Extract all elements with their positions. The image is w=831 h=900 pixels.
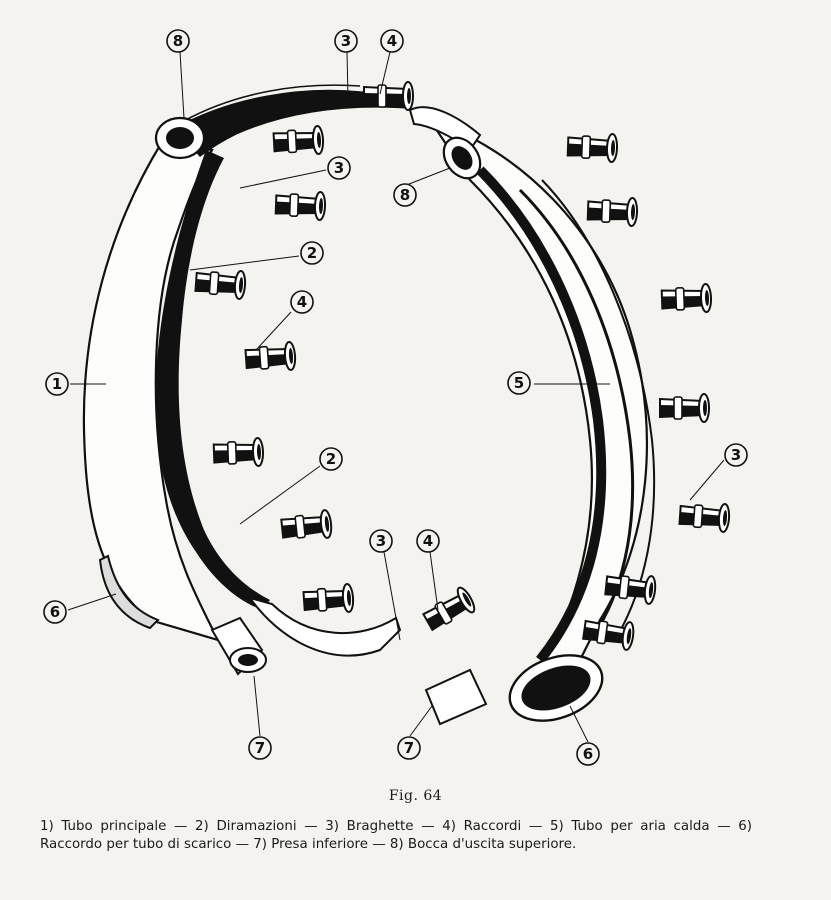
svg-text:3: 3 [334, 159, 344, 177]
callout-3-top: 3 [334, 29, 358, 53]
callout-4-top: 4 [380, 29, 404, 53]
svg-text:4: 4 [423, 532, 433, 550]
callout-8-top: 8 [166, 29, 190, 53]
svg-text:2: 2 [307, 244, 317, 262]
figure-caption: 1) Tubo principale — 2) Diramazioni — 3)… [40, 819, 752, 852]
svg-text:4: 4 [387, 32, 397, 50]
svg-text:5: 5 [514, 374, 524, 392]
svg-text:7: 7 [255, 739, 265, 757]
svg-text:8: 8 [173, 32, 183, 50]
callout-6-left: 6 [43, 600, 67, 624]
right-manifold [408, 106, 731, 726]
exhaust-manifold-illustration: 8 3 4 8 3 2 4 1 5 3 2 3 4 6 7 7 6 [43, 29, 748, 766]
callout-2-upper: 2 [300, 241, 324, 265]
svg-text:4: 4 [297, 293, 307, 311]
svg-text:3: 3 [731, 446, 741, 464]
callout-7-right: 7 [397, 736, 421, 760]
svg-text:3: 3 [376, 532, 386, 550]
svg-text:3: 3 [341, 32, 351, 50]
callout-4-bottom: 4 [416, 529, 440, 553]
svg-text:6: 6 [583, 745, 593, 763]
callout-4-left: 4 [290, 290, 314, 314]
callout-3-bottom: 3 [369, 529, 393, 553]
svg-text:6: 6 [50, 603, 60, 621]
callout-leaders [67, 51, 725, 743]
svg-text:2: 2 [326, 450, 336, 468]
callout-3-right: 3 [724, 443, 748, 467]
callout-2-lower: 2 [319, 447, 343, 471]
callout-7-left: 7 [248, 736, 272, 760]
callout-6-right: 6 [576, 742, 600, 766]
svg-text:8: 8 [400, 186, 410, 204]
callout-1: 1 [45, 372, 69, 396]
callout-3-left: 3 [327, 156, 351, 180]
svg-text:7: 7 [404, 739, 414, 757]
svg-text:1: 1 [52, 375, 62, 393]
left-manifold [82, 81, 479, 676]
callout-8-right: 8 [393, 183, 417, 207]
callout-5: 5 [507, 371, 531, 395]
figure-label: Fig. 64 [388, 788, 443, 804]
